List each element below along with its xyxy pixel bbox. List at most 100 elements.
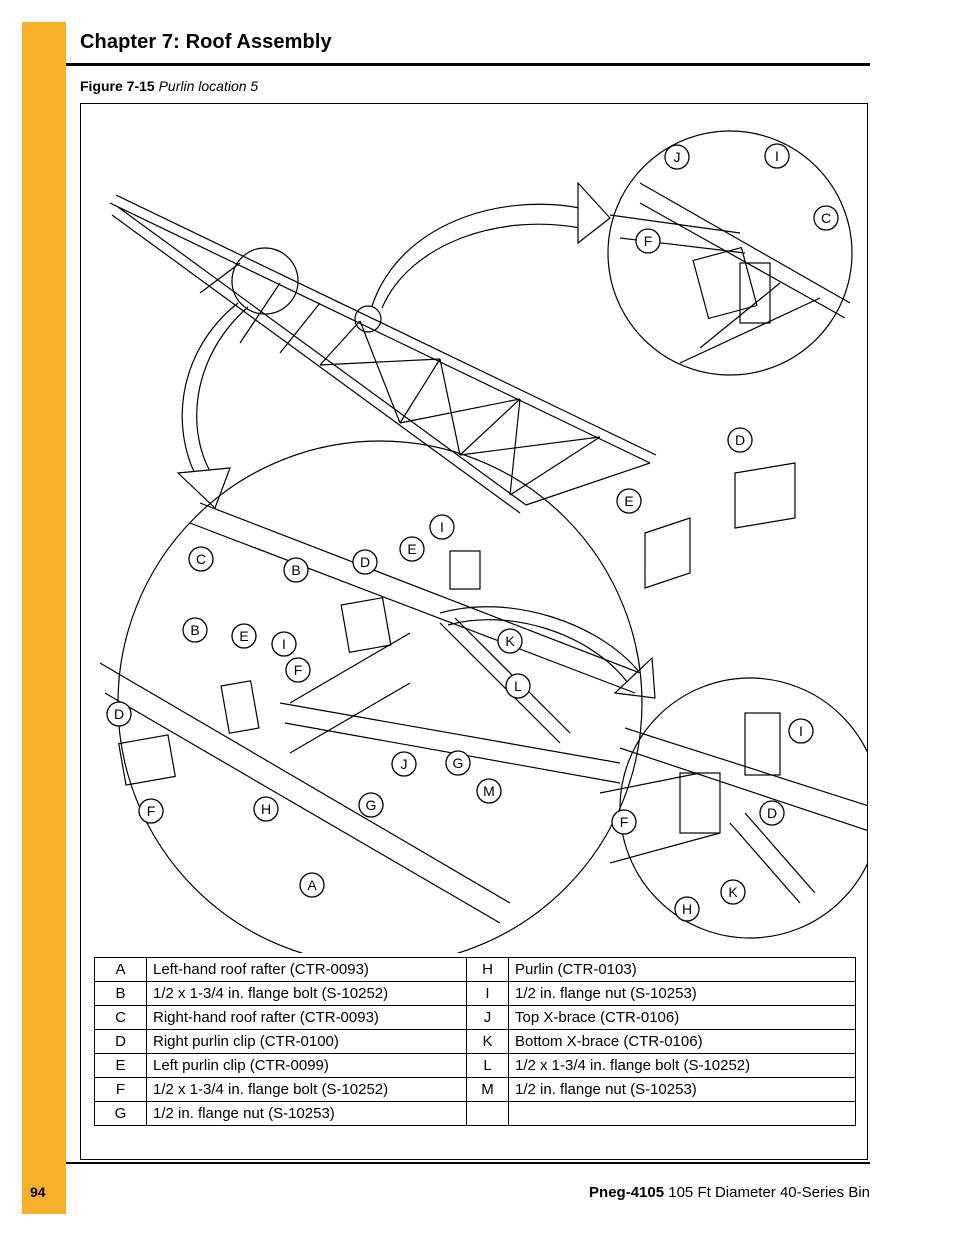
parts-legend-table: A Left-hand roof rafter (CTR-0093) H Pur… <box>94 957 856 1126</box>
part-description: Right purlin clip (CTR-0100) <box>146 1029 467 1054</box>
callouts-loose-clips: D E <box>616 427 753 514</box>
table-row: F 1/2 x 1-3/4 in. flange bolt (S-10252) … <box>94 1077 856 1102</box>
callout-label: H <box>674 896 700 922</box>
svg-text:G: G <box>453 755 464 771</box>
part-key: K <box>466 1029 509 1054</box>
callout-label: G <box>445 750 471 776</box>
callout-label: J <box>664 144 690 170</box>
figure-title: Purlin location 5 <box>158 78 259 94</box>
part-key <box>466 1101 509 1126</box>
callout-label: F <box>635 228 661 254</box>
part-description: 1/2 x 1-3/4 in. flange bolt (S-10252) <box>146 981 467 1006</box>
figure-caption: Figure 7-15 Purlin location 5 <box>80 78 258 94</box>
callout-label: L <box>505 673 531 699</box>
table-row: E Left purlin clip (CTR-0099) L 1/2 x 1-… <box>94 1053 856 1078</box>
callout-label: H <box>253 796 279 822</box>
part-key: G <box>94 1101 147 1126</box>
part-key: E <box>94 1053 147 1078</box>
callout-label: G <box>358 792 384 818</box>
callout-label: E <box>616 488 642 514</box>
document-footer: Pneg-4105 105 Ft Diameter 40-Series Bin <box>589 1184 870 1201</box>
part-key: L <box>466 1053 509 1078</box>
callout-label: D <box>106 701 132 727</box>
svg-text:L: L <box>514 678 522 694</box>
table-row: D Right purlin clip (CTR-0100) K Bottom … <box>94 1029 856 1054</box>
svg-text:I: I <box>775 148 779 164</box>
header-rule <box>66 63 870 66</box>
callout-label: E <box>399 536 425 562</box>
figure-number: Figure 7-15 <box>80 78 155 94</box>
svg-text:K: K <box>728 884 738 900</box>
left-purlin-clip-drawing <box>644 517 691 589</box>
svg-text:B: B <box>190 622 199 638</box>
chapter-title: Chapter 7: Roof Assembly <box>80 31 332 53</box>
callout-label: F <box>285 657 311 683</box>
callout-label: K <box>720 879 746 905</box>
detail-highlight-left <box>231 247 299 315</box>
callout-label: B <box>283 557 309 583</box>
part-key: A <box>94 957 147 982</box>
top-detail-circle <box>607 130 853 376</box>
figure-frame <box>80 103 868 1160</box>
document-title: 105 Ft Diameter 40-Series Bin <box>664 1184 870 1201</box>
part-description: Top X-brace (CTR-0106) <box>508 1005 856 1030</box>
callout-label: A <box>299 872 325 898</box>
callout-label: C <box>813 205 839 231</box>
main-detail-circle <box>117 440 643 953</box>
page-number: 94 <box>30 1184 46 1200</box>
part-description: 1/2 in. flange nut (S-10253) <box>508 1077 856 1102</box>
callouts-top-detail: J I C F <box>635 143 839 254</box>
callout-label: I <box>788 718 814 744</box>
part-key: J <box>466 1005 509 1030</box>
svg-text:M: M <box>483 783 495 799</box>
detail-highlight-right <box>354 305 382 333</box>
part-description: 1/2 x 1-3/4 in. flange bolt (S-10252) <box>146 1077 467 1102</box>
chapter-color-bar <box>22 22 66 1214</box>
svg-text:F: F <box>644 233 653 249</box>
callout-label: C <box>188 546 214 572</box>
callout-label: D <box>352 549 378 575</box>
purlin-assembly-illustration: J I C F D E C B D E I B E I F K L D J G … <box>99 130 868 953</box>
svg-text:D: D <box>767 805 777 821</box>
part-description: Purlin (CTR-0103) <box>508 957 856 982</box>
svg-text:G: G <box>366 797 377 813</box>
svg-text:I: I <box>282 636 286 652</box>
part-description: 1/2 in. flange nut (S-10253) <box>146 1101 467 1126</box>
callout-label: B <box>182 617 208 643</box>
table-row: C Right-hand roof rafter (CTR-0093) J To… <box>94 1005 856 1030</box>
callouts-main-detail: C B D E I B E I F K L D J G M F H G A <box>106 514 531 898</box>
callout-label: J <box>391 751 417 777</box>
right-purlin-clip-drawing <box>734 462 796 529</box>
part-key: C <box>94 1005 147 1030</box>
svg-text:E: E <box>624 493 633 509</box>
svg-text:J: J <box>674 149 681 165</box>
callout-label: I <box>271 631 297 657</box>
callout-label: M <box>476 778 502 804</box>
part-description: Right-hand roof rafter (CTR-0093) <box>146 1005 467 1030</box>
svg-text:D: D <box>360 554 370 570</box>
part-key: M <box>466 1077 509 1102</box>
svg-text:H: H <box>261 801 271 817</box>
table-row: A Left-hand roof rafter (CTR-0093) H Pur… <box>94 957 856 982</box>
svg-text:D: D <box>735 432 745 448</box>
svg-text:F: F <box>620 814 629 830</box>
svg-text:D: D <box>114 706 124 722</box>
part-key: F <box>94 1077 147 1102</box>
part-description: 1/2 in. flange nut (S-10253) <box>508 981 856 1006</box>
callout-label: I <box>764 143 790 169</box>
callout-label: F <box>611 809 637 835</box>
svg-text:A: A <box>307 877 317 893</box>
svg-text:E: E <box>239 628 248 644</box>
part-description <box>508 1101 856 1126</box>
callout-label: D <box>759 800 785 826</box>
part-description: 1/2 x 1-3/4 in. flange bolt (S-10252) <box>508 1053 856 1078</box>
svg-text:J: J <box>401 756 408 772</box>
svg-text:B: B <box>291 562 300 578</box>
part-description: Left-hand roof rafter (CTR-0093) <box>146 957 467 982</box>
part-key: H <box>466 957 509 982</box>
part-key: D <box>94 1029 147 1054</box>
footer-rule <box>66 1162 870 1164</box>
svg-text:C: C <box>196 551 206 567</box>
callout-label: E <box>231 623 257 649</box>
svg-text:F: F <box>147 803 156 819</box>
